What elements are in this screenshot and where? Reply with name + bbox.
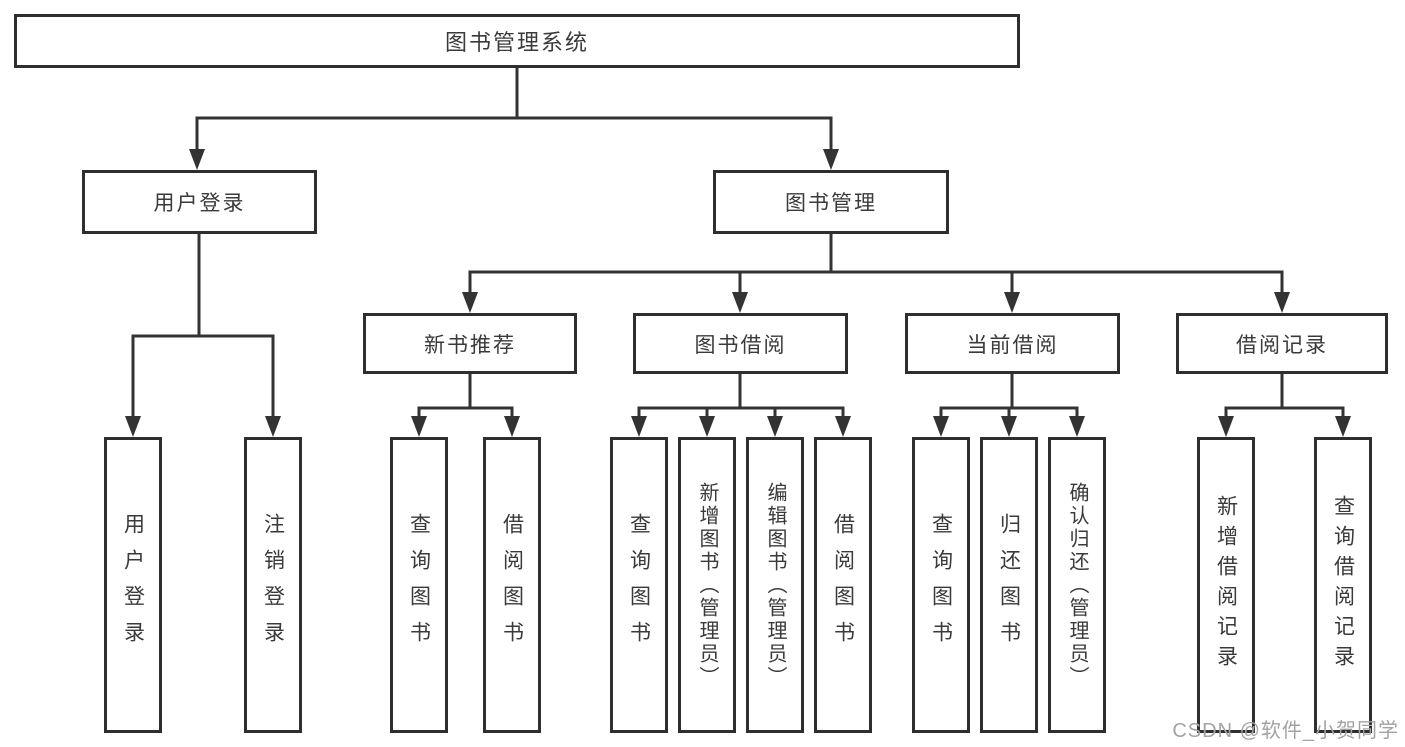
leaf-edit-books-admin: 编辑图书（管理员） xyxy=(746,437,804,733)
node-borrow-records: 借阅记录 xyxy=(1176,313,1388,374)
leaf-user-login: 用户登录 xyxy=(104,437,162,733)
node-label: 图书管理系统 xyxy=(444,30,589,55)
node-book-management: 图书管理 xyxy=(713,170,949,234)
leaf-label: 借阅图书 xyxy=(831,513,855,657)
leaf-label: 注销登录 xyxy=(261,513,285,657)
node-label: 借阅记录 xyxy=(1236,333,1328,357)
node-new-book-recommend: 新书推荐 xyxy=(363,313,577,374)
node-current-borrowing: 当前借阅 xyxy=(905,313,1120,374)
node-label: 用户登录 xyxy=(153,192,246,215)
leaf-query-books-recommend: 查询图书 xyxy=(390,437,448,733)
leaf-label: 用户登录 xyxy=(121,513,145,657)
leaf-return-books: 归还图书 xyxy=(980,437,1038,733)
leaf-label: 查询图书 xyxy=(407,513,431,657)
leaf-query-books-borrowing: 查询图书 xyxy=(610,437,668,733)
node-library-system: 图书管理系统 xyxy=(14,14,1020,68)
leaf-label: 查询图书 xyxy=(627,513,651,657)
node-label: 图书借阅 xyxy=(694,333,787,357)
leaf-label: 查询图书 xyxy=(929,513,953,657)
leaf-label: 确认归还（管理员） xyxy=(1066,481,1088,689)
leaf-confirm-return-admin: 确认归还（管理员） xyxy=(1048,437,1106,733)
leaf-label: 新增图书（管理员） xyxy=(696,481,718,689)
node-label: 新书推荐 xyxy=(424,333,516,357)
leaf-label: 借阅图书 xyxy=(500,513,524,657)
node-label: 图书管理 xyxy=(785,192,877,215)
node-user-login: 用户登录 xyxy=(82,170,317,234)
leaf-logout: 注销登录 xyxy=(244,437,302,733)
leaf-borrow-books-recommend: 借阅图书 xyxy=(483,437,541,733)
leaf-label: 新增借阅记录 xyxy=(1214,495,1238,675)
csdn-watermark: CSDN @软件_小贺同学 xyxy=(1172,720,1399,742)
leaf-query-borrow-record: 查询借阅记录 xyxy=(1314,437,1372,733)
node-label: 当前借阅 xyxy=(966,333,1059,357)
leaf-label: 编辑图书（管理员） xyxy=(764,481,786,689)
leaf-query-books-current: 查询图书 xyxy=(912,437,970,733)
leaf-borrow-books: 借阅图书 xyxy=(814,437,872,733)
leaf-add-books-admin: 新增图书（管理员） xyxy=(678,437,736,733)
leaf-label: 归还图书 xyxy=(997,513,1021,657)
node-book-borrowing: 图书借阅 xyxy=(633,313,848,374)
leaf-add-borrow-record: 新增借阅记录 xyxy=(1197,437,1255,733)
leaf-label: 查询借阅记录 xyxy=(1331,495,1355,675)
